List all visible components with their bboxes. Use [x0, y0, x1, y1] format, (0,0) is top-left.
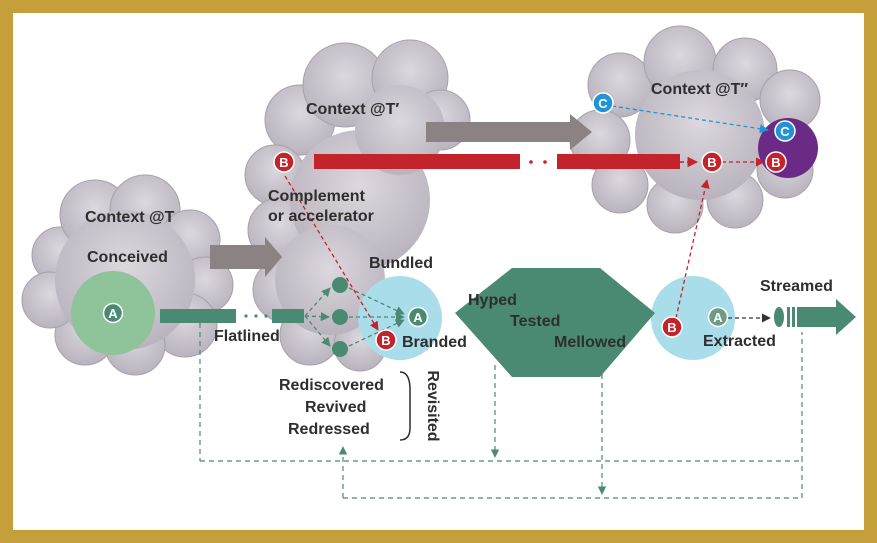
- bundled-label: Bundled: [369, 255, 433, 272]
- blue-dash-c-to-c: [611, 105, 769, 134]
- redressed-label: Redressed: [288, 421, 370, 438]
- context-t-prime-label: Context @T′: [306, 101, 399, 118]
- complement-label: Complement: [268, 188, 366, 205]
- flatlined-label: Flatlined: [214, 328, 280, 345]
- revisited-label: Revisited: [424, 370, 441, 441]
- green-dot: [254, 314, 258, 318]
- badge-a-conceived-text: A: [108, 306, 118, 321]
- badge-a-extracted: A: [707, 306, 729, 328]
- feedback-loops: [199, 323, 803, 499]
- branded-label: Branded: [402, 334, 467, 351]
- bundle-dot-bottom: [332, 341, 348, 357]
- bundle-dot-mid: [332, 309, 348, 325]
- hyped-label: Hyped: [468, 292, 517, 309]
- revisited-bracket: [399, 371, 411, 441]
- badge-a-conceived: A: [102, 302, 124, 324]
- badge-b-purple-text: B: [771, 155, 780, 170]
- streamed-arrow: [774, 299, 856, 335]
- bundle-dot-top: [332, 277, 348, 293]
- badge-a-bundled: A: [407, 306, 429, 328]
- extracted-circle: [651, 276, 735, 360]
- badge-c-context: C: [592, 92, 614, 114]
- flatlined-bar-right: [272, 309, 304, 323]
- red-bar-left: [314, 154, 520, 169]
- revived-label: Revived: [305, 399, 366, 416]
- gray-arrow-tprime-to-tdprime: [426, 114, 592, 150]
- badge-b-complement: B: [273, 151, 295, 173]
- red-dash-complement-to-branded: [284, 175, 379, 331]
- flatlined-bar-left: [160, 309, 236, 323]
- green-dot: [264, 314, 268, 318]
- streamed-label: Streamed: [760, 278, 833, 295]
- badge-a-extracted-text: A: [713, 310, 723, 325]
- badge-b-extracted: B: [661, 316, 683, 338]
- conceived-label: Conceived: [87, 249, 168, 266]
- badge-a-bundled-text: A: [413, 310, 423, 325]
- red-bar-right: [557, 154, 680, 169]
- badge-b-tdprime-text: B: [707, 155, 716, 170]
- red-dash-extracted-up: [675, 179, 710, 319]
- hype-hexagon: [455, 268, 655, 377]
- red-dot: [529, 160, 533, 164]
- green-dot: [244, 314, 248, 318]
- gray-arrow-t-to-tprime: [210, 237, 282, 277]
- badge-c-purple-text: C: [780, 124, 790, 139]
- badge-c-context-text: C: [598, 96, 608, 111]
- badge-c-purple: C: [774, 120, 796, 142]
- extracted-label: Extracted: [703, 333, 776, 350]
- bundle-arrows: [304, 287, 405, 347]
- badge-b-context-tdprime: B: [701, 151, 723, 173]
- badge-b-purple: B: [765, 151, 787, 173]
- red-dot: [543, 160, 547, 164]
- rediscovered-label: Rediscovered: [279, 377, 384, 394]
- accelerator-label: or accelerator: [268, 208, 374, 225]
- tested-label: Tested: [510, 313, 560, 330]
- context-t-dprime-label: Context @T″: [651, 81, 748, 98]
- badge-b-branded-text: B: [381, 333, 390, 348]
- badge-b-complement-text: B: [279, 155, 288, 170]
- badge-b-branded: B: [375, 329, 397, 351]
- badge-b-extracted-text: B: [667, 320, 676, 335]
- mellowed-label: Mellowed: [554, 334, 626, 351]
- context-t-label: Context @T: [85, 209, 175, 226]
- context-t-prime-cloud: [244, 39, 471, 372]
